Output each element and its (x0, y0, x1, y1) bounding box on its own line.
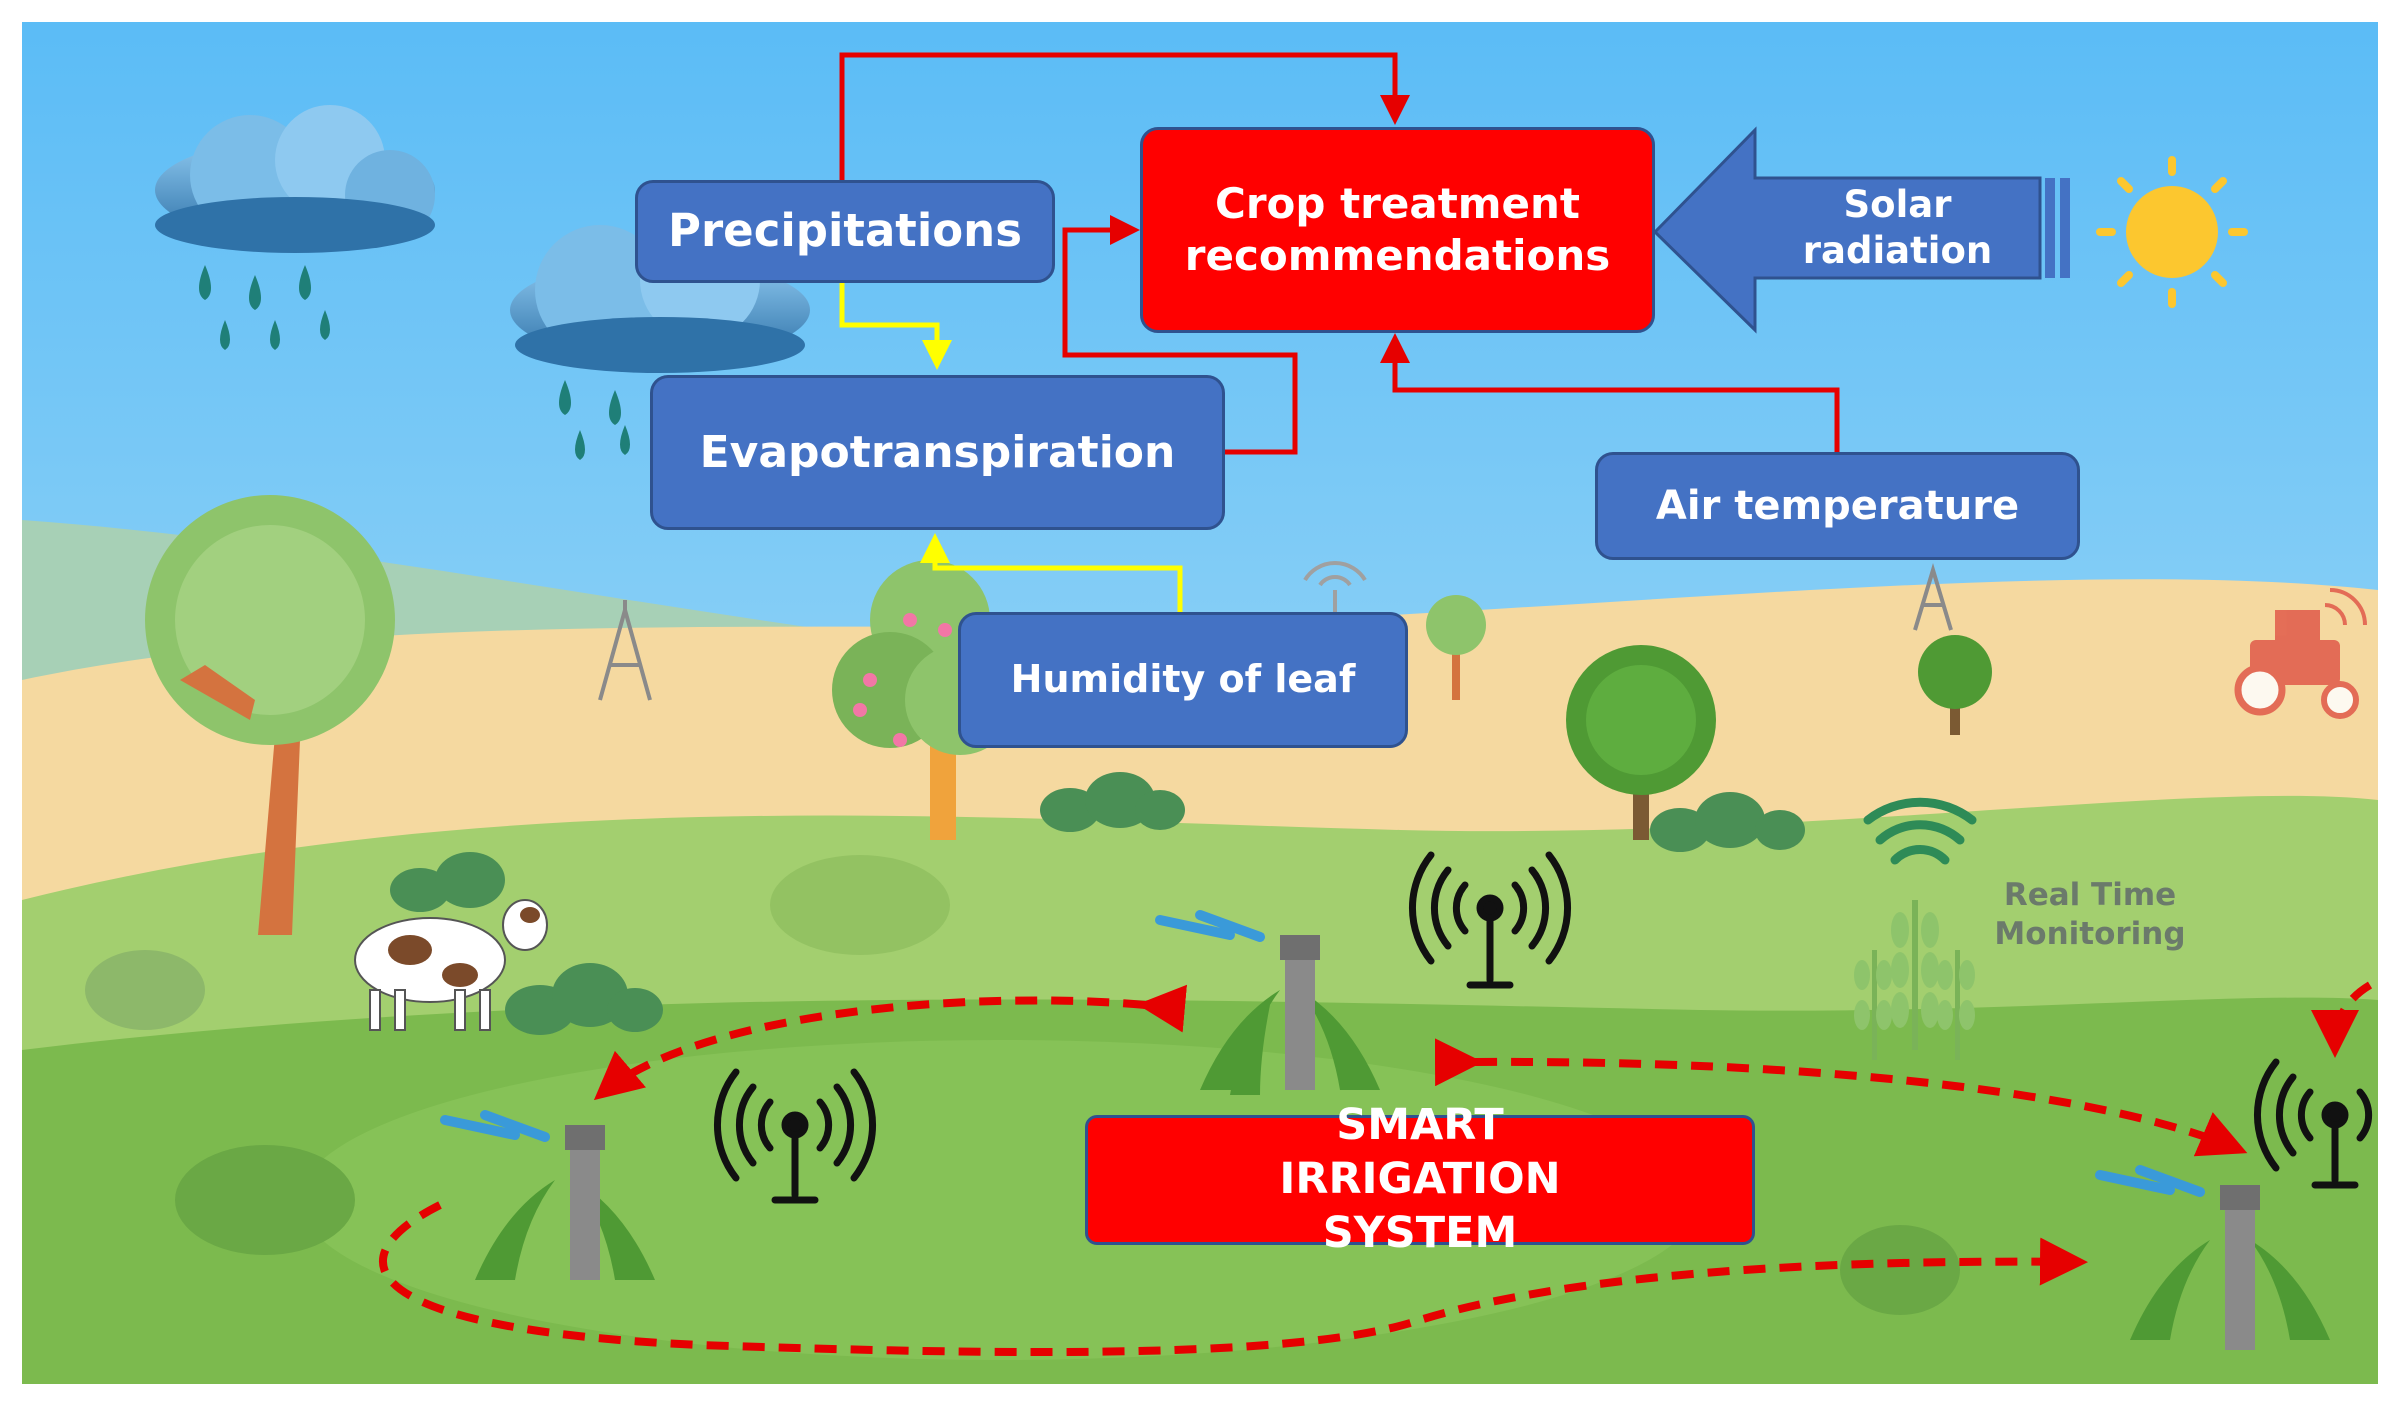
antenna-icon (2254, 1058, 2373, 1189)
wheat-icon (1854, 900, 1975, 1060)
bush-shadow (1840, 1225, 1960, 1315)
precipitations-label: Precipitations (668, 204, 1022, 258)
humidity-of-leaf-box: Humidity of leaf (958, 612, 1408, 748)
bush-shadow (85, 950, 205, 1030)
tower-icon (1913, 563, 1953, 631)
solar-radiation-label-box: Solar radiation (1755, 178, 2040, 278)
tree-icon (1426, 595, 1486, 700)
evapotranspiration-box: Evapotranspiration (650, 375, 1225, 530)
crop-treatment-label: Crop treatment recommendations (1184, 178, 1611, 281)
arrow-precip-to-evapo (839, 283, 952, 370)
arrow-humidity-to-evapo (920, 533, 1183, 612)
evapotranspiration-label: Evapotranspiration (699, 427, 1176, 478)
wifi-icon (1863, 797, 1977, 865)
yellow-connectors (839, 283, 1183, 612)
smart-irrigation-box: SMART IRRIGATION SYSTEM (1085, 1100, 1755, 1258)
smart-irrigation-label: SMART IRRIGATION SYSTEM (1279, 1100, 1561, 1258)
tree-icon (1918, 635, 1992, 735)
tractor-icon (2234, 588, 2367, 719)
crop-treatment-box: Crop treatment recommendations (1140, 127, 1655, 333)
tree-icon (1566, 645, 1716, 840)
bush-shadow (175, 1145, 355, 1255)
precipitations-box: Precipitations (635, 180, 1055, 283)
tree-icon (145, 495, 395, 935)
cow-icon (354, 899, 548, 1031)
sun-icon (2096, 156, 2248, 308)
tower-icon (598, 600, 652, 701)
arrow-precip-to-crop (839, 52, 1410, 182)
rain-cloud-icon (155, 105, 435, 350)
air-temperature-box: Air temperature (1595, 452, 2080, 560)
arrow-evapo-to-crop (1062, 215, 1298, 455)
real-time-monitoring-label: Real Time Monitoring (1994, 877, 2186, 952)
antenna-icon (1303, 561, 1367, 615)
dashed-arrow-right-antenna (2311, 981, 2373, 1058)
dashed-arrow-sprinklers-right (1434, 1038, 2248, 1157)
arrow-airtemp-to-crop (1380, 333, 1840, 452)
sprinkler-icon (1155, 910, 1380, 1095)
red-connectors (839, 52, 1840, 455)
sprinkler-icon (2095, 1165, 2330, 1350)
dashed-arrow-bottom-loop (378, 1201, 2088, 1357)
antenna-icon (1409, 851, 1571, 989)
humidity-of-leaf-label: Humidity of leaf (1010, 657, 1356, 702)
sprinkler-icon (440, 1110, 655, 1280)
dashed-connectors (378, 981, 2373, 1357)
solar-radiation-label: Solar radiation (1802, 182, 1993, 272)
solar-radiation-arrow (1652, 126, 2070, 334)
air-temperature-label: Air temperature (1655, 483, 2020, 529)
bush-shadow (770, 855, 950, 955)
dashed-arrow-sprinklers-left (593, 984, 1188, 1101)
